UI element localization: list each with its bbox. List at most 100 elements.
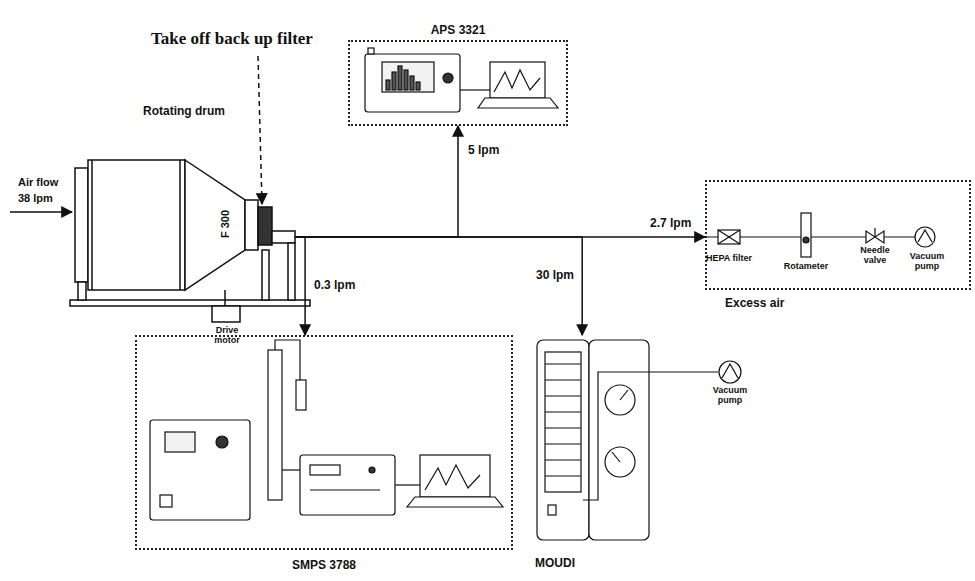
excess-air-train-part bbox=[874, 228, 875, 237]
aps-instrument-part bbox=[443, 73, 453, 83]
moudi-impactor-part bbox=[545, 427, 581, 428]
air-flow-arrow bbox=[10, 211, 72, 213]
moudi-node: MOUDI bbox=[535, 335, 653, 545]
excess-air-train-part bbox=[718, 230, 740, 244]
smps-instrument-part bbox=[310, 489, 380, 490]
aps-instrument-part bbox=[478, 98, 558, 108]
smps-instrument-part bbox=[407, 497, 503, 507]
smps-instrument-part bbox=[268, 350, 282, 500]
rotating-drum-part bbox=[91, 160, 93, 290]
excess-air-train-part bbox=[718, 230, 740, 244]
node-heading: MOUDI bbox=[535, 556, 575, 570]
smps-instrument bbox=[150, 340, 503, 520]
flow-line bbox=[295, 126, 458, 237]
rotating-drum-part bbox=[75, 168, 88, 282]
moudi-impactor bbox=[537, 340, 741, 540]
part-label: Rotameter bbox=[781, 262, 831, 272]
drum-stand-part bbox=[262, 250, 269, 300]
moudi-impactor-part bbox=[583, 372, 718, 500]
excess-air-train bbox=[705, 213, 935, 257]
smps-instrument-part bbox=[150, 420, 250, 520]
moudi-impactor-part bbox=[620, 390, 628, 400]
smps-instrument-part bbox=[165, 432, 195, 452]
aps-instrument-part bbox=[404, 70, 408, 90]
take-off-pointer bbox=[258, 56, 262, 204]
smps-instrument-part bbox=[282, 469, 300, 470]
moudi-impactor-part bbox=[537, 340, 589, 540]
moudi-impactor-part bbox=[545, 443, 581, 444]
smps-instrument-part bbox=[369, 467, 375, 473]
take-off-pointer-part bbox=[258, 56, 262, 204]
rotating-drum-part bbox=[179, 160, 181, 290]
part-label: HEPA filter bbox=[706, 254, 752, 264]
drive-motor bbox=[212, 306, 240, 322]
drum-marking: F 300 bbox=[219, 210, 231, 238]
moudi-impactor-part bbox=[719, 361, 741, 383]
rotating-drum-part bbox=[245, 200, 258, 250]
moudi-impactor-part bbox=[605, 385, 635, 415]
aps-box: APS 3321 bbox=[348, 40, 568, 126]
air-flow-arrow-part bbox=[10, 211, 72, 213]
drum-stand-part bbox=[288, 243, 295, 300]
smps-instrument-part bbox=[300, 455, 395, 515]
node-heading: Rotating drum bbox=[143, 104, 225, 118]
flow-rate-label: 5 lpm bbox=[466, 143, 501, 157]
part-label: Drive motor bbox=[205, 326, 249, 346]
moudi-impactor-part bbox=[605, 447, 635, 477]
aps-instrument-part bbox=[386, 80, 390, 90]
node-heading: SMPS 3788 bbox=[137, 558, 511, 572]
part-label: Vacuum pump bbox=[704, 386, 756, 406]
moudi-impactor-part bbox=[545, 459, 581, 460]
aps-instrument-part bbox=[416, 82, 420, 90]
excess-air-train-part bbox=[918, 230, 932, 242]
rotating-drum-part bbox=[258, 207, 272, 245]
smps-box: SMPS 3788 bbox=[135, 335, 513, 550]
flow-label: Air flow bbox=[18, 176, 78, 188]
drum-stand bbox=[70, 243, 310, 306]
node-heading: Excess air bbox=[725, 296, 784, 310]
aps-instrument-part bbox=[382, 62, 434, 92]
drum-stand-part bbox=[70, 300, 310, 306]
excess-air-train-part bbox=[718, 230, 740, 244]
aps-instrument-part bbox=[490, 62, 545, 98]
flow-rate-label: 30 lpm bbox=[534, 268, 576, 282]
flow-line bbox=[295, 237, 305, 335]
moudi-impactor-part bbox=[545, 363, 581, 364]
flow-line bbox=[295, 237, 582, 335]
aps-instrument-part bbox=[410, 76, 414, 90]
moudi-impactor-part bbox=[545, 395, 581, 396]
drum-stand-part bbox=[224, 290, 226, 306]
aps-instrument-part bbox=[365, 54, 460, 112]
drum-stand-part bbox=[78, 282, 86, 300]
part-label: Needle valve bbox=[852, 246, 898, 266]
node-heading: APS 3321 bbox=[350, 23, 566, 37]
aps-instrument-part bbox=[368, 48, 374, 54]
smps-instrument-part bbox=[216, 436, 228, 448]
moudi-impactor-part bbox=[545, 475, 581, 476]
smps-instrument-part bbox=[160, 495, 172, 507]
rotating-drum-part bbox=[185, 160, 245, 290]
moudi-impactor-part bbox=[548, 505, 556, 515]
smps-instrument-part bbox=[425, 465, 480, 490]
rotating-drum-part bbox=[88, 160, 185, 290]
excess-air-box: Excess air bbox=[705, 180, 971, 290]
rotating-drum-part bbox=[272, 231, 295, 243]
smps-instrument-part bbox=[310, 465, 340, 475]
drum-node: Rotating drumF 300 bbox=[75, 150, 295, 300]
moudi-impactor-part bbox=[545, 352, 581, 492]
excess-air-train-part bbox=[803, 237, 809, 243]
smps-instrument-part bbox=[395, 484, 420, 485]
drive-motor-part bbox=[212, 306, 240, 322]
smps-instrument-part bbox=[275, 340, 300, 380]
moudi-impactor-part bbox=[545, 364, 581, 476]
aps-instrument-part bbox=[392, 72, 396, 90]
flow-rate: 38 lpm bbox=[18, 192, 78, 204]
flow-rate-label: 0.3 lpm bbox=[312, 278, 357, 292]
aps-instrument-part bbox=[398, 66, 402, 90]
callout-note: Take off back up filter bbox=[151, 30, 313, 49]
